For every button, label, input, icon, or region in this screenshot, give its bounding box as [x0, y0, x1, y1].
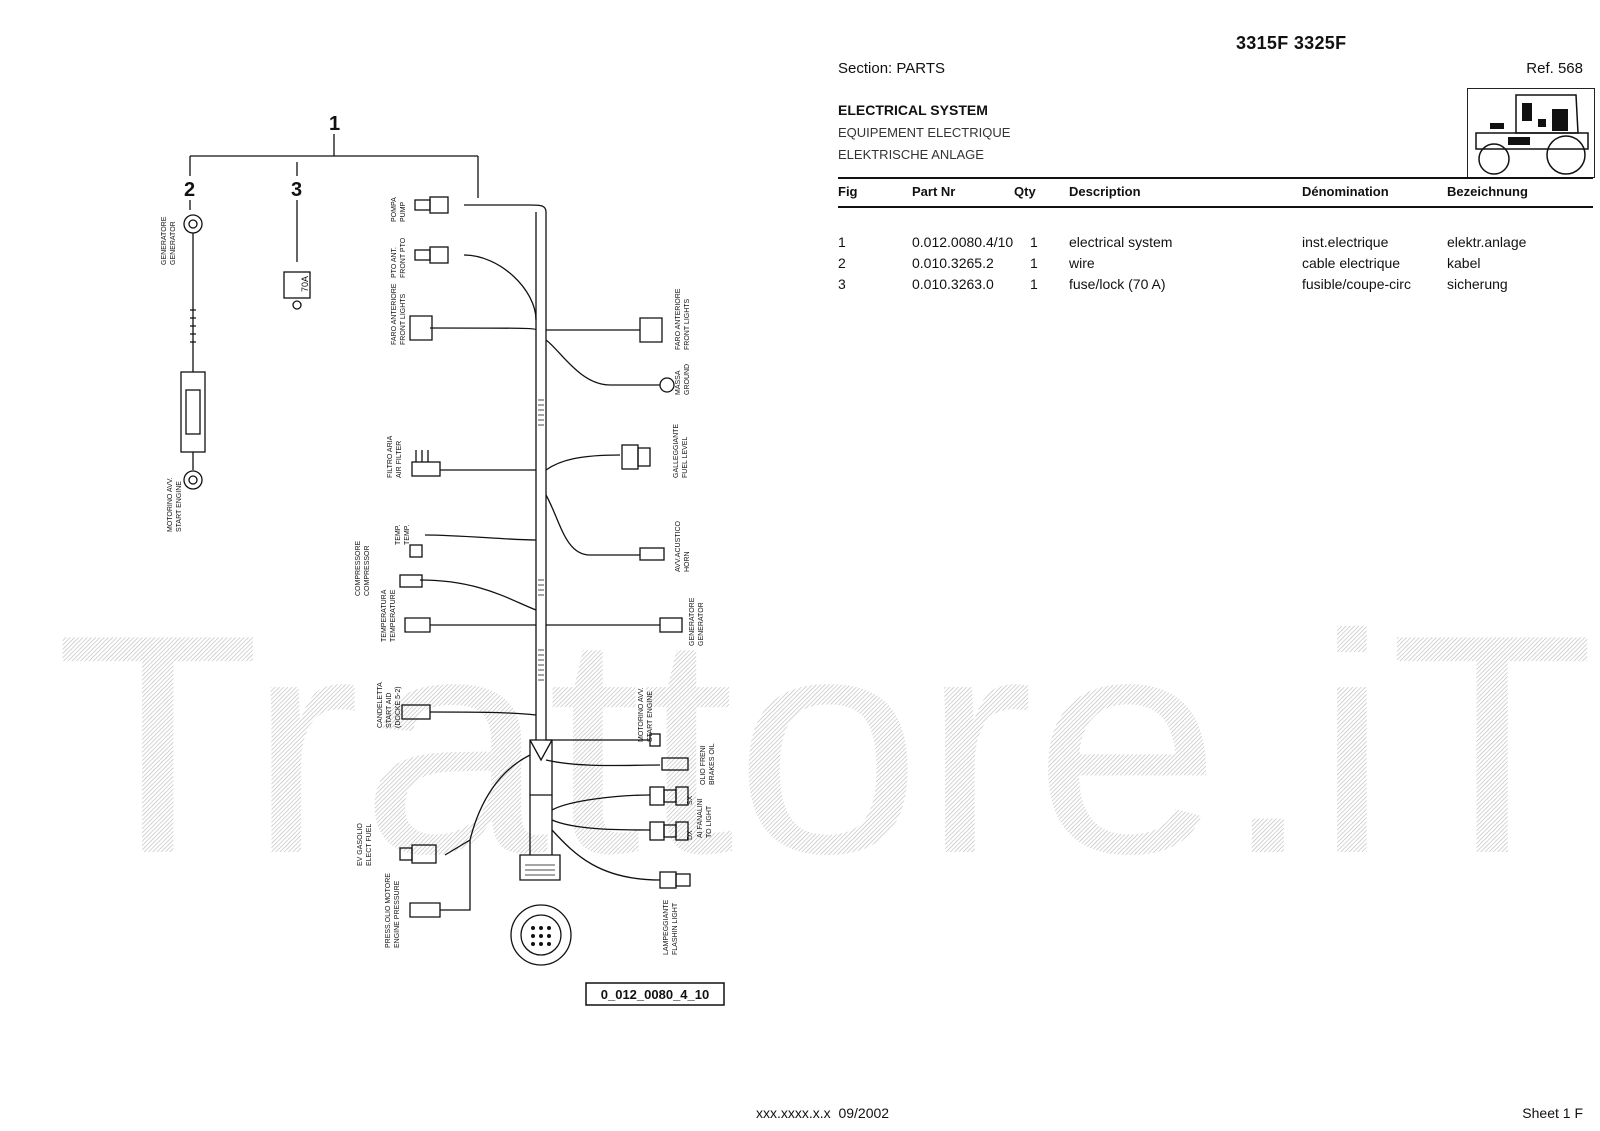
- label-front-lights-left-en: FRONT LIGHTS: [400, 293, 407, 345]
- col-header-bezeichnung: Bezeichnung: [1447, 184, 1528, 199]
- footer-code-date: xxx.xxxx.x.x 09/2002: [756, 1105, 890, 1121]
- label-temp-en: TEMP.: [404, 524, 411, 545]
- label-front-pto: PTO ANT.: [391, 247, 398, 278]
- cell-fig: 3: [838, 276, 846, 292]
- label-generator-wire-en: GENERATOR: [170, 221, 177, 265]
- col-header-qty: Qty: [1014, 184, 1036, 199]
- label-start-engine-right-en: START ENGINE: [647, 691, 654, 742]
- label-engine-pressure: PRESS.OLIO MOTORE: [385, 873, 392, 948]
- cell-qty: 1: [1030, 276, 1038, 292]
- callout-3: 3: [291, 179, 302, 201]
- label-fuel-level-en: FUEL LEVEL: [682, 437, 689, 478]
- label-temperature: TEMPERATURA: [381, 589, 388, 642]
- label-flashing-light: LAMPEGGIANTE: [663, 899, 670, 955]
- table-rule-header: [838, 206, 1593, 208]
- label-front-lights-right: FARO ANTERIORE: [675, 288, 682, 350]
- ref-number: Ref. 568: [1526, 60, 1583, 77]
- cell-part-nr: 0.012.0080.4/10: [912, 234, 1014, 250]
- label-engine-pressure-en: ENGINE PRESSURE: [394, 880, 401, 948]
- label-elect-fuel-en: ELECT FUEL: [366, 824, 373, 866]
- cell-description: fuse/lock (70 A): [1069, 276, 1166, 292]
- col-header-denomination: Dénomination: [1302, 184, 1389, 199]
- label-fuel-level: GALLEGGIANTE: [673, 424, 680, 478]
- cell-bezeichnung: sicherung: [1447, 276, 1508, 292]
- label-sx: SX: [687, 795, 694, 805]
- cell-part-nr: 0.010.3265.2: [912, 255, 994, 271]
- cell-qty: 1: [1030, 234, 1038, 250]
- cell-description: wire: [1069, 255, 1095, 271]
- col-header-description: Description: [1069, 184, 1141, 199]
- callout-1: 1: [329, 113, 340, 135]
- label-flashing-light-en: FLASHIN LIGHT: [672, 902, 679, 955]
- cell-denomination: inst.electrique: [1302, 234, 1389, 250]
- col-header-part-nr: Part Nr: [912, 184, 956, 199]
- cell-description: electrical system: [1069, 234, 1173, 250]
- cell-part-nr: 0.010.3263.0: [912, 276, 994, 292]
- callout-2: 2: [184, 179, 195, 201]
- label-dx: DX: [687, 830, 694, 840]
- label-compressor: COMPRESSORE: [355, 540, 362, 596]
- cell-bezeichnung: elektr.anlage: [1447, 234, 1527, 250]
- label-glow-plug-spec: (DOCKE 5-2): [395, 686, 402, 728]
- label-glow-plug: CANDELETTA: [377, 682, 384, 728]
- cell-fig: 2: [838, 255, 846, 271]
- cell-bezeichnung: kabel: [1447, 255, 1481, 271]
- label-generator-wire: GENERATORE: [161, 216, 168, 265]
- label-horn: AVV.ACUSTICO: [675, 520, 682, 572]
- model-title: 3315F 3325F: [1236, 33, 1347, 53]
- label-front-lights-left: FARO ANTERIORE: [391, 283, 398, 345]
- col-header-fig: Fig: [838, 184, 858, 199]
- label-temp: TEMP.: [395, 524, 402, 545]
- cell-qty: 1: [1030, 255, 1038, 271]
- label-glow-plug-en: START AID: [386, 693, 393, 728]
- tractor-thumbnail: [1467, 88, 1595, 178]
- label-air-filter: FILTRO ARIA: [387, 435, 394, 478]
- label-compressor-en: COMPRESSOR: [364, 545, 371, 596]
- label-pump: POMPA: [391, 197, 398, 222]
- label-start-engine-left-en: START ENGINE: [176, 481, 183, 532]
- cell-denomination: cable electrique: [1302, 255, 1401, 271]
- label-to-light-en: TO LIGHT: [706, 805, 713, 838]
- label-front-pto-en: FRONT PTO: [400, 237, 407, 278]
- label-brakes-oil: OLIO FRENI: [700, 745, 707, 785]
- label-elect-fuel: EV GASOLIO: [357, 823, 364, 866]
- watermark: Trattore.iT: [55, 580, 1595, 880]
- label-start-engine-left: MOTORINO AVV.: [167, 477, 174, 532]
- label-brakes-oil-en: BRAKES OIL: [709, 743, 716, 785]
- cell-fig: 1: [838, 234, 846, 250]
- wiring-diagram: 1 2 3 70A GENERATORE GENERATOR MOTORINO …: [161, 113, 725, 1006]
- label-start-engine-right: MOTORINO AVV.: [638, 687, 645, 742]
- label-temperature-en: TEMPERATURE: [390, 589, 397, 642]
- title-german: ELEKTRISCHE ANLAGE: [838, 147, 984, 162]
- label-air-filter-en: AIR FILTER: [396, 441, 403, 478]
- label-pump-en: PUMP: [400, 201, 407, 222]
- title-french: EQUIPEMENT ELECTRIQUE: [838, 125, 1011, 140]
- footer-sheet: Sheet 1 F: [1522, 1105, 1583, 1121]
- label-horn-en: HORN: [684, 551, 691, 572]
- cell-denomination: fusible/coupe-circ: [1302, 276, 1411, 292]
- watermark-text: Trattore.iT: [55, 580, 1595, 880]
- title-english: ELECTRICAL SYSTEM: [838, 102, 988, 118]
- label-ground: MASSA: [675, 370, 682, 395]
- drawing-id: 0_012_0080_4_10: [601, 987, 709, 1002]
- label-generator-right: GENERATORE: [689, 597, 696, 646]
- label-generator-right-en: GENERATOR: [698, 602, 705, 646]
- fuse-label: 70A: [300, 276, 310, 292]
- label-ground-en: GROUND: [684, 364, 691, 395]
- table-rule-top: [838, 177, 1593, 179]
- label-to-light: AI FANALINI: [697, 798, 704, 838]
- label-front-lights-right-en: FRONT LIGHTS: [684, 298, 691, 350]
- section-label: Section: PARTS: [838, 60, 945, 77]
